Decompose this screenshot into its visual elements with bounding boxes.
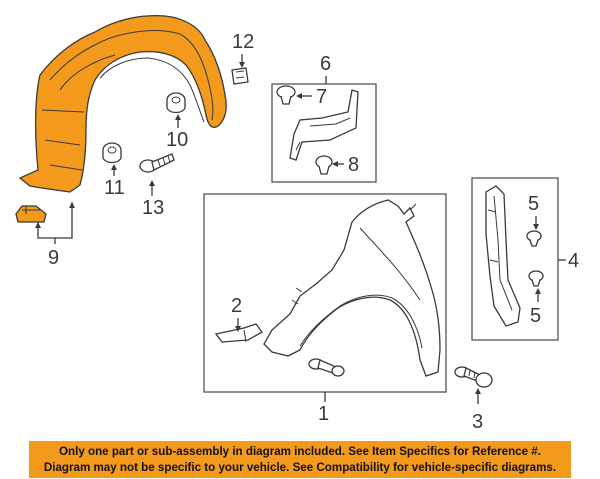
callout-11-arrow (111, 164, 117, 170)
fender-liner-inner-lip (99, 57, 205, 123)
fender-part-1[interactable] (263, 199, 441, 377)
fender-bolt (308, 358, 345, 377)
callout-5-lower-arrow (535, 288, 541, 294)
callout-13-arrow (149, 180, 155, 186)
callout-9: 9 (48, 247, 59, 269)
assembly-box-4 (471, 177, 559, 341)
disclaimer-line-2: Diagram may not be specific to your vehi… (43, 461, 557, 474)
callout-3-arrow (475, 388, 481, 394)
nut-part-11[interactable] (102, 142, 122, 164)
clip-part-5-upper[interactable] (526, 230, 542, 247)
liner-clip (15, 205, 47, 223)
screw-part-13[interactable] (139, 153, 175, 173)
callout-13: 13 (142, 197, 164, 219)
fender-liner-rib (41, 54, 116, 171)
bracket-part-6[interactable] (289, 89, 359, 161)
callout-9-leader (35, 202, 75, 244)
assembly-box-6 (271, 83, 377, 183)
disclaimer-line-1: Only one part or sub-assembly in diagram… (59, 445, 541, 458)
callout-8-arrow (332, 161, 338, 167)
clip-part-7[interactable] (276, 85, 296, 105)
callout-5-upper-arrow (533, 224, 539, 230)
fender-liner-part-9[interactable] (15, 14, 227, 223)
nut-part-10[interactable] (166, 92, 186, 114)
callout-4: 4 (568, 250, 579, 272)
callout-12-arrow (239, 62, 245, 68)
bracket-part-2[interactable] (214, 323, 263, 343)
clip-part-8[interactable] (315, 155, 333, 175)
trim-part-4[interactable] (485, 185, 521, 327)
callout-10-arrow (175, 114, 181, 120)
bolt-part-3[interactable] (454, 366, 493, 388)
callout-10: 10 (166, 129, 188, 151)
callout-7: 7 (316, 86, 327, 108)
callout-2-arrow (235, 326, 241, 332)
callout-7-arrow (296, 93, 302, 99)
callout-8: 8 (348, 154, 359, 176)
callout-5-upper: 5 (528, 193, 539, 215)
disclaimer-banner: Only one part or sub-assembly in diagram… (29, 441, 571, 478)
callout-12: 12 (232, 31, 254, 53)
liner-clip-detail (22, 206, 40, 214)
callout-2: 2 (231, 295, 242, 317)
clip-part-12[interactable] (231, 67, 249, 85)
callout-3: 3 (472, 411, 483, 433)
fender-liner-edge (49, 30, 214, 121)
clip-part-5-lower[interactable] (528, 270, 544, 287)
callout-1: 1 (318, 403, 329, 425)
callout-11: 11 (104, 177, 125, 199)
callout-5-lower: 5 (530, 305, 541, 327)
callout-6: 6 (320, 53, 331, 75)
